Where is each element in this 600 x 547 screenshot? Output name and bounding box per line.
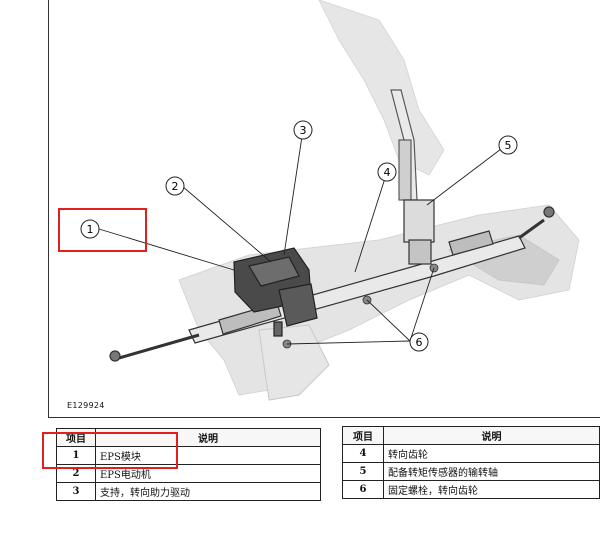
callout-5-label: 5 xyxy=(505,139,512,152)
table-row: 6 固定螺栓，转向齿轮 xyxy=(342,480,600,499)
table-row: 3 支持，转向助力驱动 xyxy=(56,482,321,501)
header-desc: 说明 xyxy=(383,426,600,445)
table-row: 4 转向齿轮 xyxy=(342,444,600,463)
item-number: 6 xyxy=(342,480,384,499)
item-number: 3 xyxy=(56,482,96,501)
callout-3-label: 3 xyxy=(300,124,307,137)
callout-4-label: 4 xyxy=(384,166,391,179)
highlight-box-row-1 xyxy=(42,432,178,469)
callout-1-label: 1 xyxy=(87,223,94,236)
figure-id: E129924 xyxy=(67,401,105,410)
steering-diagram: 1 2 3 4 5 6 E129924 xyxy=(48,0,600,418)
item-number: 5 xyxy=(342,462,384,481)
callout-6: 6 xyxy=(409,332,429,352)
pinion-housing xyxy=(403,199,435,265)
ghost-chassis xyxy=(178,0,580,401)
callout-5: 5 xyxy=(498,135,518,155)
callout-1: 1 xyxy=(80,219,100,239)
steering-column xyxy=(390,89,418,201)
item-description: 配备转矩传感器的输转轴 xyxy=(383,462,600,481)
table-row: 5 配备转矩传感器的输转轴 xyxy=(342,462,600,481)
callout-4: 4 xyxy=(377,162,397,182)
item-number: 4 xyxy=(342,444,384,463)
callout-2: 2 xyxy=(165,176,185,196)
legend-header-row: 项目 说明 xyxy=(342,426,600,445)
callout-6-label: 6 xyxy=(416,336,423,349)
eps-motor-module xyxy=(233,247,318,337)
callout-3: 3 xyxy=(293,120,313,140)
item-description: 转向齿轮 xyxy=(383,444,600,463)
table-row: 1 EPS模块 xyxy=(56,446,321,465)
steering-rack-illustration: 1 2 3 4 5 6 xyxy=(80,0,580,401)
item-description: 支持，转向助力驱动 xyxy=(95,482,321,501)
header-item: 项目 xyxy=(342,426,384,445)
highlight-box-callout-1 xyxy=(58,208,147,252)
legend-table-right: 项目 说明 4 转向齿轮 5 配备转矩传感器的输转轴 6 固定螺栓，转向齿轮 xyxy=(342,426,600,499)
leader-lines xyxy=(98,129,506,345)
item-description: 固定螺栓，转向齿轮 xyxy=(383,480,600,499)
callout-2-label: 2 xyxy=(172,180,179,193)
